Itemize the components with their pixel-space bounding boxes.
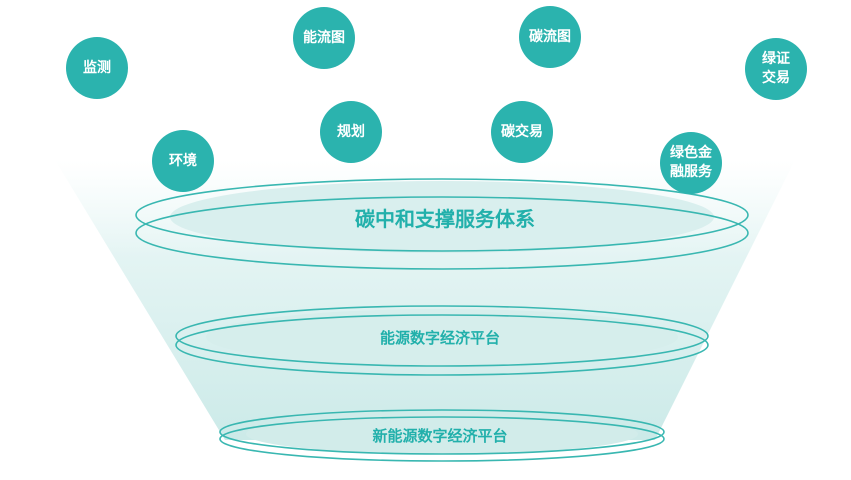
bubble-carbon-flow: 碳流图 (519, 6, 581, 68)
top-layer-ring-lower (135, 196, 749, 270)
middle-layer-fill (206, 309, 678, 365)
bubble-environment: 环境 (152, 130, 214, 192)
top-layer-ring-upper (135, 178, 749, 252)
bottom-layer-ring-upper (219, 409, 665, 455)
middle-layer-ring-lower (175, 314, 709, 376)
bottom-layer-fill (246, 414, 638, 454)
bubble-monitoring: 监测 (66, 37, 128, 99)
bubble-planning: 规划 (320, 101, 382, 163)
bubble-carbon-trading: 碳交易 (491, 101, 553, 163)
bottom-layer-ring-lower (219, 416, 665, 462)
top-layer-graphic (135, 178, 749, 270)
top-layer-label: 碳中和支撑服务体系 (355, 207, 535, 231)
middle-layer-graphic (175, 305, 709, 376)
bubble-green-finance: 绿色金 融服务 (660, 132, 722, 194)
middle-layer-label: 能源数字经济平台 (379, 329, 500, 347)
bubble-green-cert: 绿证 交易 (745, 38, 807, 100)
bottom-layer-label: 新能源数字经济平台 (372, 427, 508, 445)
bottom-layer-graphic (219, 409, 665, 462)
bubble-energy-flow: 能流图 (293, 7, 355, 69)
top-layer-fill (170, 181, 714, 253)
middle-layer-ring-upper (175, 305, 709, 367)
